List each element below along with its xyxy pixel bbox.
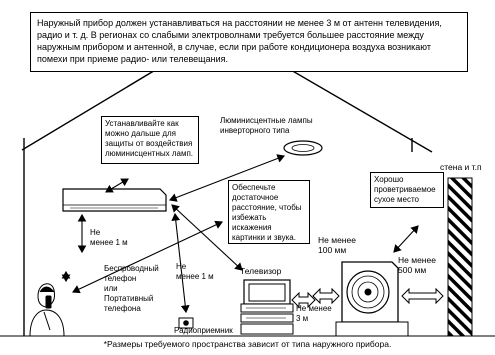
label-min-1m-phone: Не менее 1 м xyxy=(176,262,214,281)
callout-sufficient-distance: Обеспечьте достаточное расстояние, чтобы… xyxy=(228,180,310,244)
person-with-phone xyxy=(29,283,65,337)
radio-icon xyxy=(178,317,194,329)
footnote: *Размеры требуемого пространства зависит… xyxy=(103,339,392,349)
label-radio: Радиоприемник xyxy=(174,326,233,335)
label-phones: Беспроводный телефон или Портативный тел… xyxy=(104,264,159,313)
label-min-3m: Не менее 3 м xyxy=(296,304,332,323)
inverter-lamp xyxy=(283,140,323,156)
installation-distance-note: Наружный прибор должен устанавливаться н… xyxy=(30,12,468,72)
tv-set xyxy=(240,279,294,335)
distance-arrows xyxy=(61,154,419,314)
label-min-100mm: Не менее 100 мм xyxy=(318,235,356,255)
label-inverter-lamp: Люминисцентные лампы инверторного типа xyxy=(220,116,313,135)
label-wall: стена и т.п xyxy=(440,162,482,172)
callout-ventilated-place: Хорошо проветриваемое сухое место xyxy=(370,172,444,208)
label-min-1m-unit: Не менее 1 м xyxy=(90,228,128,247)
label-min-500mm: Не менее 500 мм xyxy=(398,255,436,275)
label-tv: Телевизор xyxy=(240,266,282,276)
indoor-unit xyxy=(62,188,167,212)
block-arrows xyxy=(291,287,444,309)
outdoor-unit xyxy=(335,261,409,337)
callout-fluorescent-distance: Устанавливайте как можно дальше для защи… xyxy=(101,116,199,164)
wall-hatch xyxy=(447,177,473,337)
